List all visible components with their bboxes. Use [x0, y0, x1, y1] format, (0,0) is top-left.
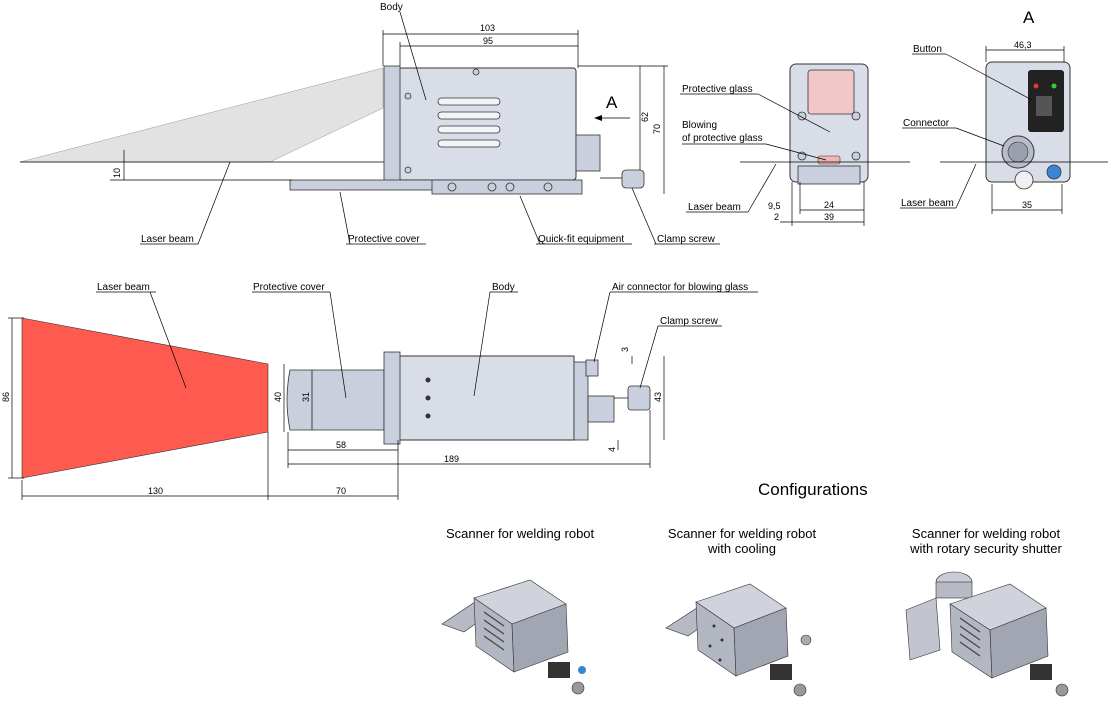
- side-arrow-a: A: [606, 93, 618, 112]
- label-blowing-1: Blowing: [682, 120, 717, 131]
- dim-130: 130: [148, 486, 163, 496]
- side-view: A 103 95 62 70 10 Body Laser beam Protec…: [19, 2, 720, 245]
- dim-46-3: 46,3: [1014, 40, 1032, 50]
- label-connector: Connector: [903, 118, 950, 129]
- label-protective-glass: Protective glass: [682, 84, 753, 95]
- side-front-plate: [383, 65, 401, 183]
- dim-9-5: 9,5: [768, 201, 781, 211]
- dim-62: 62: [640, 112, 650, 122]
- label-body: Body: [380, 2, 403, 13]
- side-clamp-screw: [621, 169, 645, 189]
- label-protective-cover-top: Protective cover: [253, 282, 325, 293]
- view-a-label: A: [1023, 8, 1035, 27]
- back-view: A 46,3 35 Button Connector Laser beam: [900, 8, 1108, 214]
- dim-70: 70: [652, 124, 662, 134]
- configurations-title: Configurations: [758, 480, 868, 499]
- top-protective-cover: [286, 369, 385, 431]
- top-view: 86 40 31 58 189 130 70 3 43 4 Laser beam…: [1, 282, 758, 500]
- dim-103: 103: [480, 23, 495, 33]
- config-3-render: [905, 571, 1069, 697]
- configurations: Configurations Scanner for welding robot…: [441, 480, 1069, 697]
- label-air-connector: Air connector for blowing glass: [612, 282, 748, 293]
- label-laser-beam-top: Laser beam: [97, 282, 150, 293]
- side-connector: [575, 134, 601, 172]
- config-2-line2: with cooling: [707, 541, 776, 556]
- label-button: Button: [913, 44, 942, 55]
- config-1-render: [441, 579, 586, 695]
- config-3-line1: Scanner for welding robot: [912, 526, 1061, 541]
- dim-31: 31: [301, 392, 311, 402]
- dim-3: 3: [620, 347, 630, 352]
- config-2-line1: Scanner for welding robot: [668, 526, 817, 541]
- dim-35: 35: [1022, 200, 1032, 210]
- label-laser-beam-front: Laser beam: [688, 202, 741, 213]
- label-laser-beam-side: Laser beam: [141, 234, 194, 245]
- front-view: 9,5 2 24 39 Protective glass Blowing of …: [680, 63, 910, 226]
- dim-10: 10: [112, 168, 122, 178]
- label-quick-fit: Quick-fit equipment: [538, 234, 624, 245]
- config-2-render: [665, 583, 812, 697]
- label-blowing-2: of protective glass: [682, 133, 763, 144]
- dim-2: 2: [774, 212, 779, 222]
- front-protective-glass-window: [807, 69, 855, 115]
- label-clamp-screw-top: Clamp screw: [660, 316, 719, 327]
- dim-4: 4: [607, 447, 617, 452]
- side-vents: [437, 97, 501, 148]
- side-protective-cover: [289, 179, 441, 191]
- label-clamp-screw-side: Clamp screw: [657, 234, 716, 245]
- config-3-line2: with rotary security shutter: [909, 541, 1062, 556]
- label-body-top: Body: [492, 282, 515, 293]
- label-laser-beam-back: Laser beam: [901, 198, 954, 209]
- side-body: [397, 67, 577, 181]
- top-body: [397, 355, 575, 441]
- dim-86: 86: [1, 392, 11, 402]
- dim-58: 58: [336, 440, 346, 450]
- dim-24: 24: [824, 200, 834, 210]
- config-1-line1: Scanner for welding robot: [446, 526, 595, 541]
- dim-43: 43: [653, 392, 663, 402]
- side-laser-beam-shape: [19, 67, 384, 163]
- dim-40: 40: [273, 392, 283, 402]
- dim-95: 95: [483, 36, 493, 46]
- label-protective-cover-side: Protective cover: [348, 234, 420, 245]
- dim-189: 189: [444, 454, 459, 464]
- dim-70-top: 70: [336, 486, 346, 496]
- top-laser-beam-shape: [21, 317, 269, 479]
- back-air-fitting: [1046, 164, 1062, 180]
- top-clamp-screw: [627, 385, 651, 411]
- dim-39: 39: [824, 212, 834, 222]
